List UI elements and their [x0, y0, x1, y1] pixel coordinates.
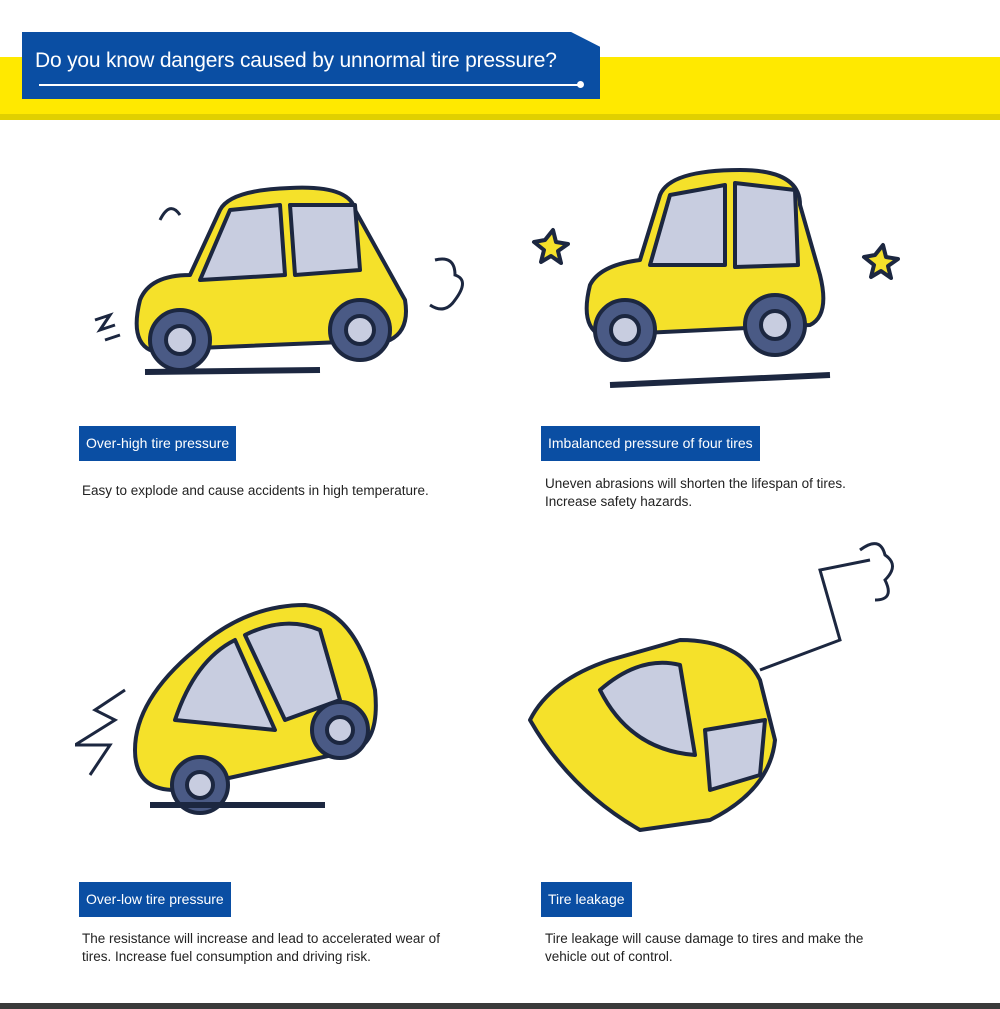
- desc-over-high-pressure: Easy to explode and cause accidents in h…: [82, 483, 429, 498]
- bottom-bar: [0, 1003, 1000, 1009]
- title-banner: Do you know dangers caused by unnormal t…: [22, 32, 600, 99]
- flipped-car-icon: [528, 542, 894, 832]
- desc-tire-leakage: Tire leakage will cause damage to tires …: [545, 931, 864, 964]
- crashing-car-icon: [75, 603, 378, 815]
- page-title: Do you know dangers caused by unnormal t…: [35, 49, 557, 72]
- label-over-high-pressure: Over-high tire pressure: [79, 426, 237, 461]
- desc-imbalanced-pressure: Uneven abrasions will shorten the lifesp…: [545, 476, 846, 509]
- label-imbalanced-pressure: Imbalanced pressure of four tires: [541, 426, 760, 461]
- label-over-low-pressure: Over-low tire pressure: [79, 882, 231, 917]
- title-underline-dot: [577, 81, 584, 88]
- desc-over-low-pressure: The resistance will increase and lead to…: [82, 931, 440, 964]
- label-tire-leakage: Tire leakage: [541, 882, 632, 917]
- bouncing-car-icon: [532, 168, 900, 388]
- title-underline: [39, 84, 579, 86]
- header-band-shadow: [0, 114, 1000, 120]
- hot-car-icon: [94, 185, 464, 375]
